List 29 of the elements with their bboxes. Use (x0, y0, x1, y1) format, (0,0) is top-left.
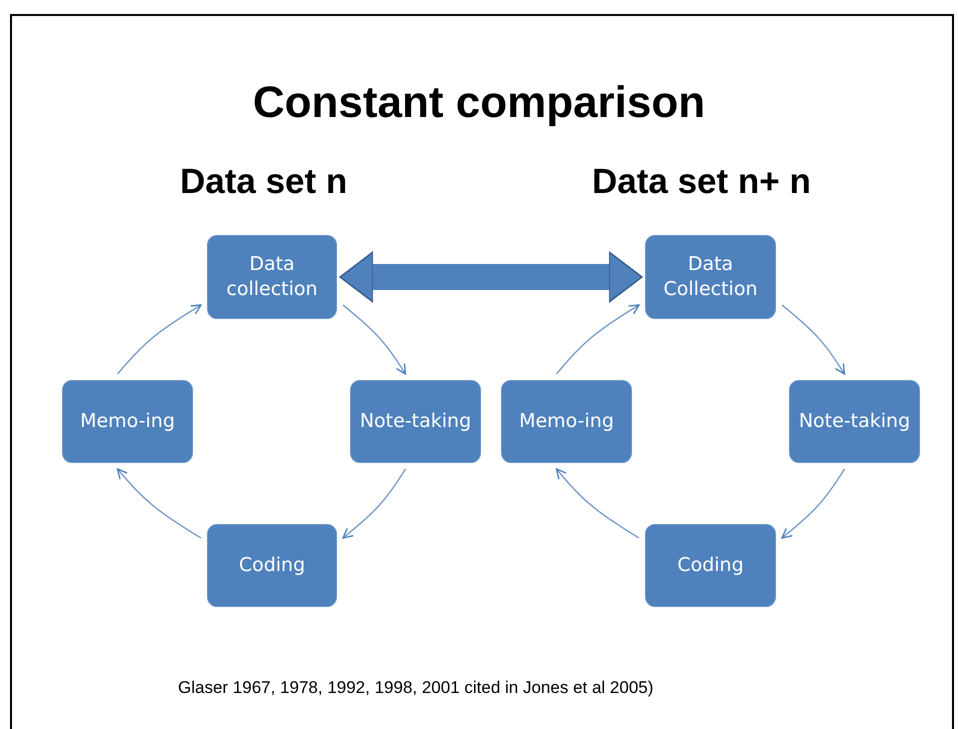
box-label: Data Collection (662, 252, 758, 302)
process-box (501, 380, 632, 463)
process-box (645, 235, 776, 319)
box-label: Coding (238, 553, 306, 578)
citation-caption: Glaser 1967, 1978, 1992, 1998, 2001 cited in Jones et al 2005) (178, 678, 654, 698)
data-set-heading: Data set n (180, 162, 348, 202)
process-box (207, 524, 337, 607)
cycle-arrow (782, 304, 846, 375)
box-label: Coding (677, 553, 744, 578)
data-set-heading: Data set n+ n (592, 162, 811, 202)
cycle-arrow (342, 468, 406, 539)
process-box (62, 380, 193, 463)
cycle-arrow (117, 304, 202, 374)
box-label: Data collection (225, 252, 319, 302)
cycle-arrow (781, 468, 846, 539)
process-box (207, 235, 337, 319)
cycle-arrow (342, 304, 406, 375)
process-box (789, 380, 920, 463)
cycle-arrow (556, 304, 640, 374)
slide-title: Constant comparison (252, 78, 706, 128)
process-box (350, 380, 481, 463)
cycle-arrow (556, 468, 640, 539)
box-label: Note-taking (798, 409, 910, 434)
cycle-arrow (116, 468, 202, 539)
box-label: Memo-ing (519, 409, 614, 434)
box-label: Note-taking (360, 409, 472, 434)
box-label: Memo-ing (80, 409, 175, 434)
process-box (645, 524, 776, 607)
double-block-arrow (339, 251, 643, 303)
